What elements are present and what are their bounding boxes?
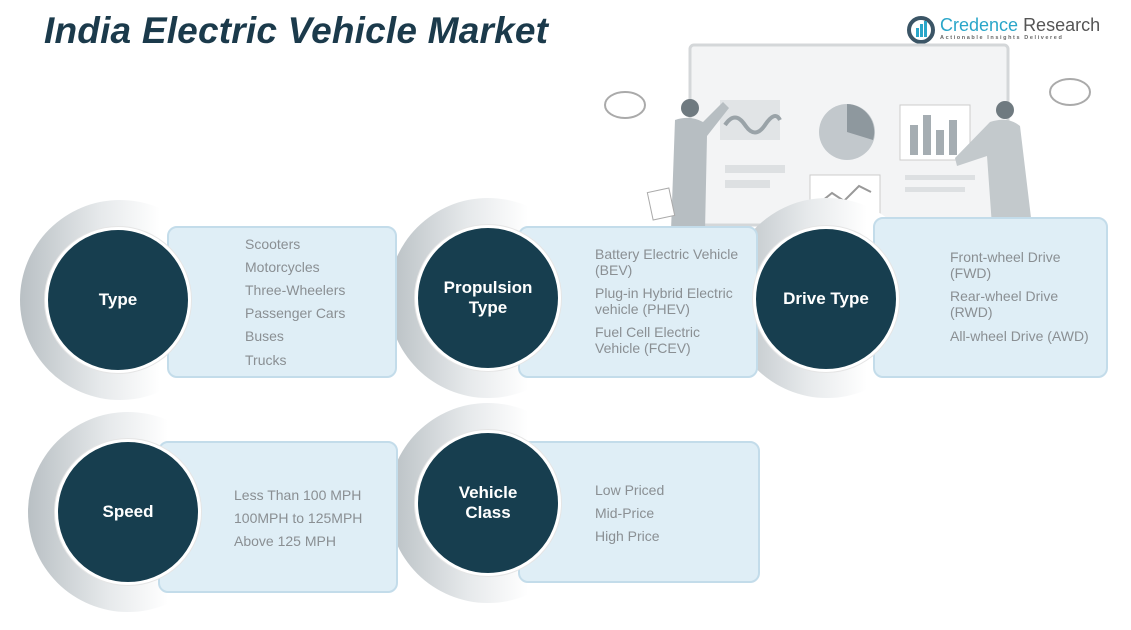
vehicle-class-label: Vehicle Class [458,483,518,522]
type-item: Scooters [245,236,301,252]
vehicle-class-item: Mid-Price [595,505,655,521]
logo-brand: Credence Research [940,15,1100,36]
speed-item: 100MPH to 125MPH [234,510,363,526]
type-item: Three-Wheelers [245,282,346,298]
vehicle-class-item: Low Priced [595,482,665,498]
page-title: India Electric Vehicle Market [44,10,549,51]
vehicle-class-items-box [518,441,760,583]
type-item: Motorcycles [245,259,320,275]
segment-propulsion-type: Propulsion Type [415,225,561,371]
segment-type: Type [45,227,191,373]
propulsion-type-label: Propulsion Type [443,278,533,317]
logo-brand-part2: Research [1023,15,1101,35]
type-items-box [167,226,397,378]
drive-item: Rear-wheel Drive (RWD) [950,288,1059,320]
drive-item: Front-wheel Drive (FWD) [950,249,1061,281]
logo-chart-icon [907,16,935,44]
type-item: Trucks [245,352,287,368]
speed-item: Above 125 MPH [234,533,336,549]
type-item: Buses [245,328,284,344]
segment-drive-type: Drive Type [753,226,899,372]
drive-item: All-wheel Drive (AWD) [950,328,1089,344]
vehicle-class-item: High Price [595,528,660,544]
propulsion-item: Plug-in Hybrid Electric vehicle (PHEV) [595,285,733,317]
type-item: Passenger Cars [245,305,346,321]
logo-brand-part1: Credence [940,15,1019,35]
segment-speed: Speed [55,439,201,585]
credence-research-logo: Credence Research Actionable Insights De… [907,14,1100,46]
propulsion-item: Fuel Cell Electric Vehicle (FCEV) [595,324,701,356]
presentation-illustration [604,43,1091,230]
segment-vehicle-class: Vehicle Class [415,430,561,576]
speed-item: Less Than 100 MPH [234,487,362,503]
propulsion-item: Battery Electric Vehicle (BEV) [595,246,739,278]
logo-tagline: Actionable Insights Delivered [940,35,1064,41]
